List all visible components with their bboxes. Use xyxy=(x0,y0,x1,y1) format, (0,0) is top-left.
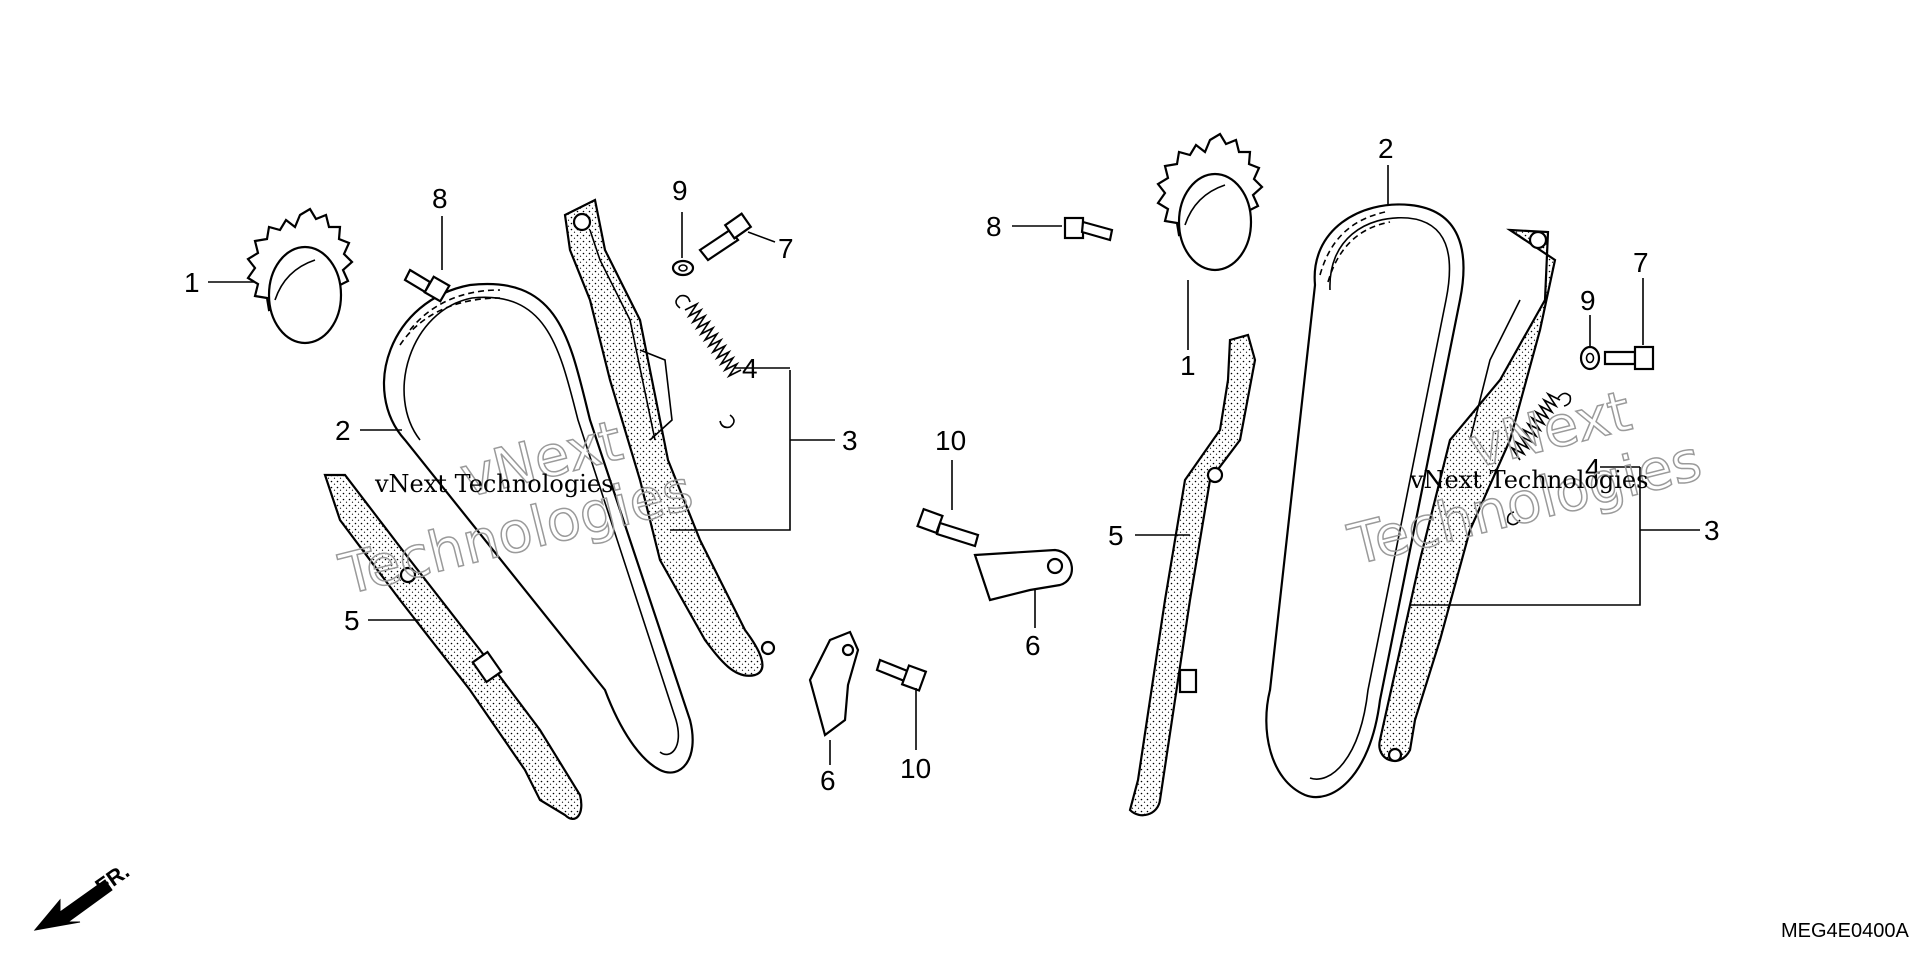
left-callout-10a: 10 xyxy=(935,425,966,456)
left-callout-2: 2 xyxy=(335,415,351,446)
right-callout-1: 1 xyxy=(1180,350,1196,381)
left-bolt-10b xyxy=(875,658,928,692)
left-leader-lines xyxy=(208,212,953,765)
left-callout-4: 4 xyxy=(742,353,758,384)
front-arrow-icon xyxy=(33,879,113,931)
left-callout-6: 6 xyxy=(820,765,836,796)
left-callout-10b: 10 xyxy=(900,753,931,784)
right-callout-2: 2 xyxy=(1378,133,1394,164)
left-callout-3: 3 xyxy=(842,425,858,456)
right-bolt-7 xyxy=(1603,345,1655,371)
right-callout-3: 3 xyxy=(1704,515,1720,546)
left-callout-1: 1 xyxy=(184,267,200,298)
left-assembly xyxy=(208,198,980,820)
left-callout-7: 7 xyxy=(778,233,794,264)
right-cam-chain xyxy=(1265,203,1465,799)
right-callout-4: 4 xyxy=(1585,453,1601,484)
right-callout-5: 5 xyxy=(1108,520,1124,551)
left-bolt-7 xyxy=(698,212,753,262)
left-tensioner-spring xyxy=(675,294,742,429)
left-callout-5: 5 xyxy=(344,605,360,636)
watermark-right-small: vNext Technologies xyxy=(1409,466,1648,494)
right-tensioner-arm xyxy=(1378,228,1557,763)
drawing-code: MEG4E0400A xyxy=(1781,920,1910,942)
right-assembly xyxy=(973,132,1700,817)
right-callout-7: 7 xyxy=(1633,247,1649,278)
left-callout-8: 8 xyxy=(432,183,448,214)
right-washer-9 xyxy=(1579,345,1601,371)
watermark-left-small: vNext Technologies xyxy=(374,470,613,498)
left-cam-sprocket xyxy=(246,207,354,345)
right-tensioner-spring xyxy=(1506,391,1572,526)
right-bolt-8 xyxy=(1063,216,1114,242)
right-callout-9: 9 xyxy=(1580,285,1596,316)
right-chain-guide xyxy=(1128,333,1257,817)
left-washer-9 xyxy=(671,259,695,277)
left-cam-chain xyxy=(382,282,694,774)
left-tensioner-arm xyxy=(563,198,776,677)
left-bolt-10a xyxy=(916,507,980,548)
right-callout-8: 8 xyxy=(986,211,1002,242)
front-arrow-indicator: FR. xyxy=(33,858,134,931)
right-guide-plate xyxy=(973,548,1073,602)
right-leader-lines xyxy=(1012,165,1700,628)
left-bolt-8 xyxy=(403,268,451,303)
left-chain-guide xyxy=(323,473,583,820)
right-cam-sprocket xyxy=(1156,132,1264,272)
left-guide-plate xyxy=(808,630,860,737)
left-callout-9: 9 xyxy=(672,175,688,206)
right-callout-6: 6 xyxy=(1025,630,1041,661)
callout-numbers: 1 2 3 4 5 6 7 8 9 10 10 1 2 3 4 5 6 7 8 … xyxy=(184,133,1720,796)
